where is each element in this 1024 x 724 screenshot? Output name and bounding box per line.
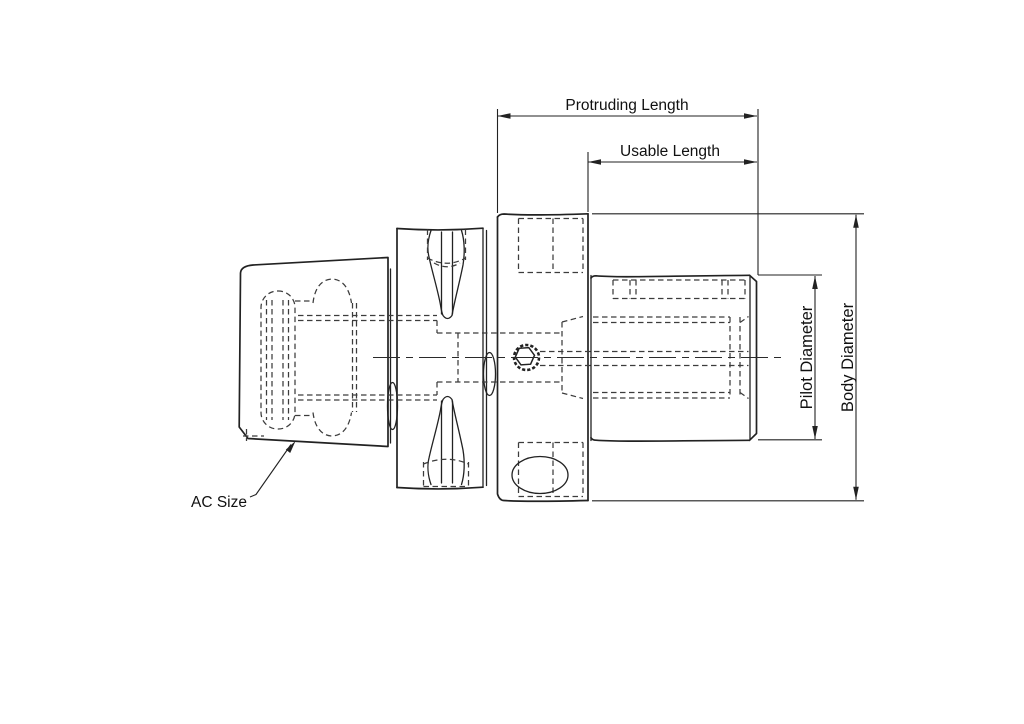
hidden-pocket-bottom [517,441,584,498]
gripper-groove-top [426,229,467,320]
ac-size-callout: AC Size [191,441,296,511]
hidden-lobe-top [312,278,353,304]
hidden-lobe-bottom [312,412,353,437]
dimension-usable-length: Usable Length [587,143,757,212]
hidden-polygon-capsule [260,290,296,430]
drive-slot-ellipse [511,455,569,495]
dimension-protruding-length: Protruding Length [496,97,759,275]
hidden-center-bore [540,350,749,367]
taper-shank [238,256,399,448]
junction-lens [386,381,399,431]
neck-lens [482,351,497,397]
hidden-pocket-top [517,217,584,274]
pilot-diameter-label: Pilot Diameter [798,305,816,409]
protruding-length-label: Protruding Length [565,97,688,114]
hidden-top-slot [612,279,746,300]
body-diameter-label: Body Diameter [839,302,857,412]
dimension-pilot-diameter: Pilot Diameter [758,274,822,441]
ac-size-label: AC Size [191,494,247,511]
usable-length-label: Usable Length [620,143,720,160]
flange [396,227,497,490]
gripper-groove-bottom [422,395,470,488]
dimension-body-diameter: Body Diameter [592,213,864,502]
pilot-cylinder [590,274,758,443]
